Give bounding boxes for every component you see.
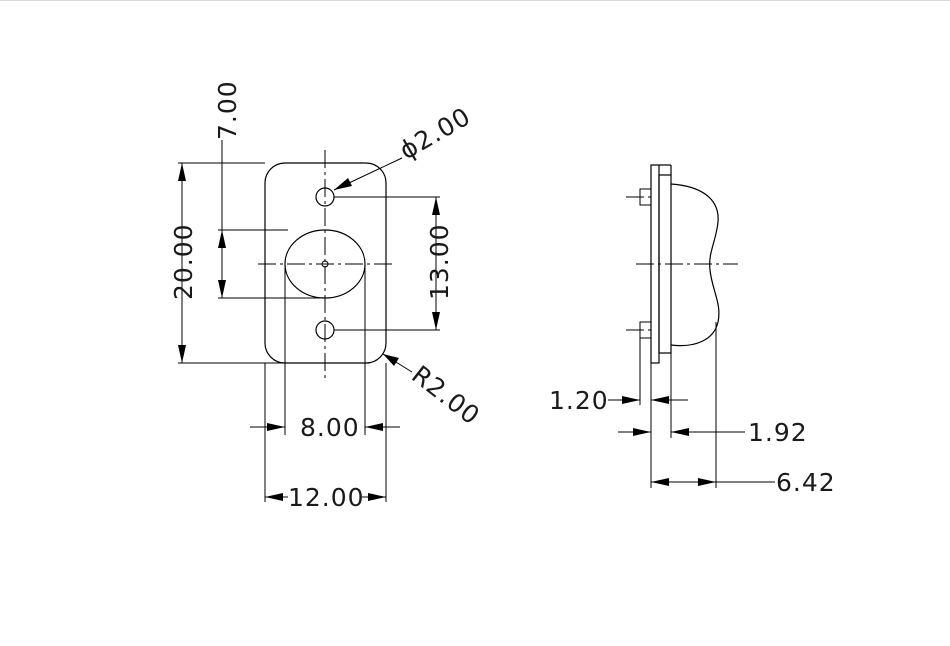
arrow	[698, 478, 716, 486]
dim-corner-radius-label: R2.00	[406, 360, 485, 431]
arrow	[633, 428, 651, 436]
arrow	[178, 345, 186, 363]
dim-depth-label: 6.42	[776, 468, 836, 497]
arrow	[432, 312, 440, 330]
front-view: 20.00 7.00 13.00 ϕ2.00 R2.00 8.00	[169, 80, 486, 512]
arrow	[368, 493, 386, 501]
arrow	[651, 478, 669, 486]
dim-outer-width-label: 12.00	[288, 483, 365, 512]
arrow	[671, 428, 689, 436]
dim-boss-label: 1.92	[748, 418, 808, 447]
arrow	[267, 423, 285, 431]
arrow	[383, 354, 399, 366]
lens-profile	[671, 184, 719, 346]
dim-height-label: 20.00	[169, 223, 198, 300]
arrow	[334, 178, 352, 190]
arrow	[432, 197, 440, 215]
arrow	[622, 396, 640, 404]
dim-hole-spacing-label: 13.00	[425, 223, 454, 300]
dim-offset-label: 7.00	[213, 80, 242, 140]
arrow	[178, 163, 186, 181]
dim-inner-width-label: 8.00	[300, 413, 360, 442]
dim-thickness-label: 1.20	[549, 386, 609, 415]
arrow	[218, 280, 226, 298]
arrow	[218, 230, 226, 248]
dim-hole-diameter-label: ϕ2.00	[395, 102, 476, 166]
arrow	[651, 396, 669, 404]
side-view: 1.20 1.92 6.42	[549, 165, 836, 497]
arrow	[365, 423, 383, 431]
arrow	[265, 493, 283, 501]
